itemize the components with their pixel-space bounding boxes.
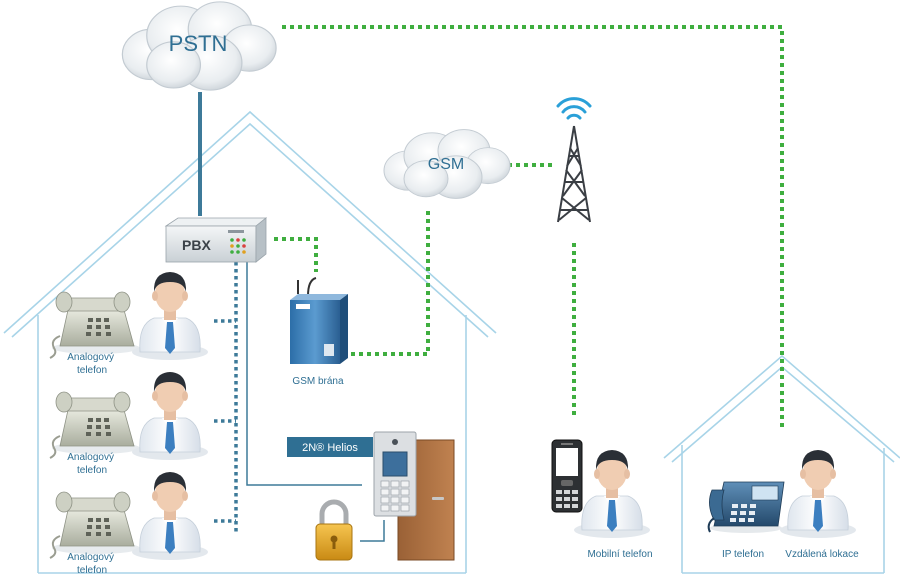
analog-phone-icon [49,491,141,559]
svg-text:Analogový telefon: Analogový telefon [67,552,116,575]
analog-phone-caption: Analogový [67,552,114,563]
main-house-outline [3,110,497,574]
person-icon [573,449,651,539]
cell-tower-icon [556,97,592,223]
ip-phone-icon [707,481,785,533]
person-icon [131,271,209,361]
gsm-gateway-icon [290,277,348,364]
gsm-links [274,25,784,428]
analog-phone-icon [49,291,141,359]
gsm-gateway: GSM brána [290,277,348,387]
mobile-user: Mobilní telefon [551,439,653,560]
person-icon [131,371,209,461]
person-icon [131,471,209,561]
ip-phone-caption: IP telefon [722,549,764,560]
analog-row-1: Analogový telefon [49,271,209,376]
analog-row-2: Analogový telefon [49,371,209,476]
helios-badge: 2N® Helios [287,437,373,457]
analog-phone-icon [49,391,141,459]
analog-phone-caption: Analogový [67,352,114,363]
remote-house-outline [663,354,900,574]
remote-users: IP telefon Vzdálená lokace [707,449,859,560]
helios-label: 2N® Helios [302,442,358,454]
pbx-label: PBX [182,237,211,253]
pstn-cloud: PSTN [121,1,277,91]
pstn-label: PSTN [169,31,228,56]
mobile-phone-icon [551,439,583,513]
analog-phone-caption: telefon [77,365,107,376]
gsm-gateway-caption: GSM brána [292,376,344,387]
wired-links [214,262,385,542]
svg-text:Analogový telefon: Analogový telefon [67,452,116,476]
analog-phone-caption: telefon [77,565,107,575]
person-icon [779,449,857,539]
gsm-label: GSM [428,156,464,173]
gsm-cloud: GSM [383,129,511,199]
mobile-caption: Mobilní telefon [587,549,652,560]
analog-phone-caption: Analogový [67,452,114,463]
analog-phone-caption: telefon [77,465,107,476]
door-intercom-icon [373,431,455,561]
analog-row-3: Analogový telefon [49,471,209,575]
pbx-icon: PBX [164,217,268,263]
svg-text:Analogový telefon: Analogový telefon [67,352,116,376]
remote-caption: Vzdálená lokace [785,549,859,560]
padlock-icon [315,499,353,561]
